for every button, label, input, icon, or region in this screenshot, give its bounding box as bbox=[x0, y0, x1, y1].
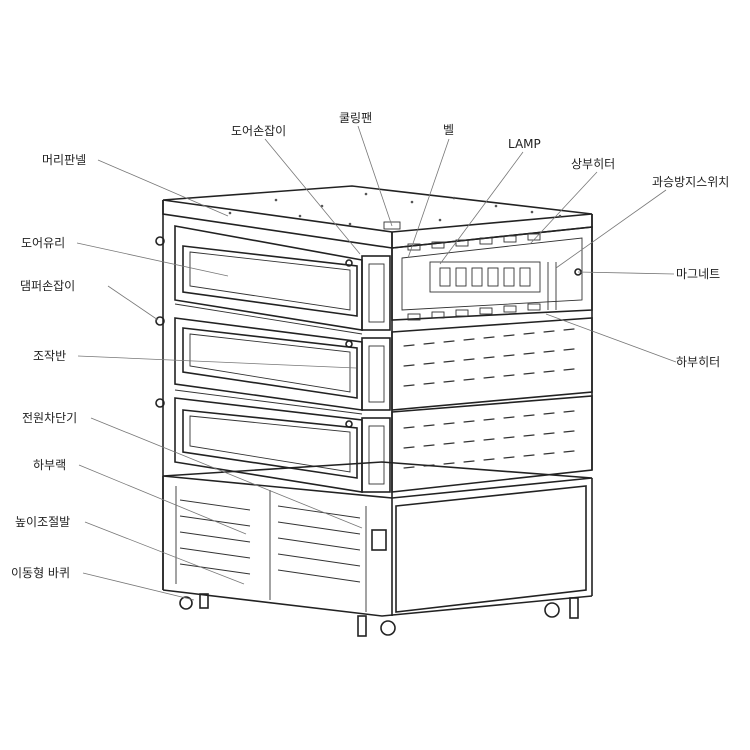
label-upper-heater: 상부히터 bbox=[571, 157, 615, 171]
deck-2 bbox=[155, 316, 391, 415]
label-damper-handle: 댐퍼손잡이 bbox=[20, 279, 75, 293]
label-control-panel: 조작반 bbox=[33, 349, 66, 363]
label-overheat-switch: 과승방지스위치 bbox=[652, 175, 729, 189]
leader-lines bbox=[76, 125, 677, 601]
label-cooling-fan: 쿨링팬 bbox=[339, 111, 372, 125]
oven-illustration bbox=[155, 185, 593, 637]
deck-1 bbox=[155, 225, 391, 335]
label-lower-heater: 하부히터 bbox=[676, 355, 720, 369]
base-stand bbox=[162, 461, 593, 617]
upper-compartment bbox=[391, 226, 593, 321]
label-caster-wheel: 이동형 바퀴 bbox=[11, 566, 70, 580]
label-door-handle: 도어손잡이 bbox=[231, 124, 286, 138]
label-leveling-foot: 높이조절발 bbox=[15, 515, 70, 529]
side-vent-panels bbox=[391, 317, 593, 493]
label-power-breaker: 전원차단기 bbox=[22, 411, 77, 425]
callout-labels: 머리판넬 도어유리 댐퍼손잡이 조작반 전원차단기 하부랙 높이조절발 이동형 … bbox=[11, 111, 729, 580]
label-bell: 벨 bbox=[443, 123, 454, 137]
label-magnet: 마그네트 bbox=[676, 267, 720, 281]
label-lamp: LAMP bbox=[508, 137, 541, 151]
label-door-glass: 도어유리 bbox=[21, 236, 65, 250]
label-head-panel: 머리판넬 bbox=[42, 153, 86, 167]
label-lower-rack: 하부랙 bbox=[33, 458, 66, 472]
deck-3 bbox=[155, 397, 391, 493]
caster-wheels bbox=[179, 593, 579, 637]
